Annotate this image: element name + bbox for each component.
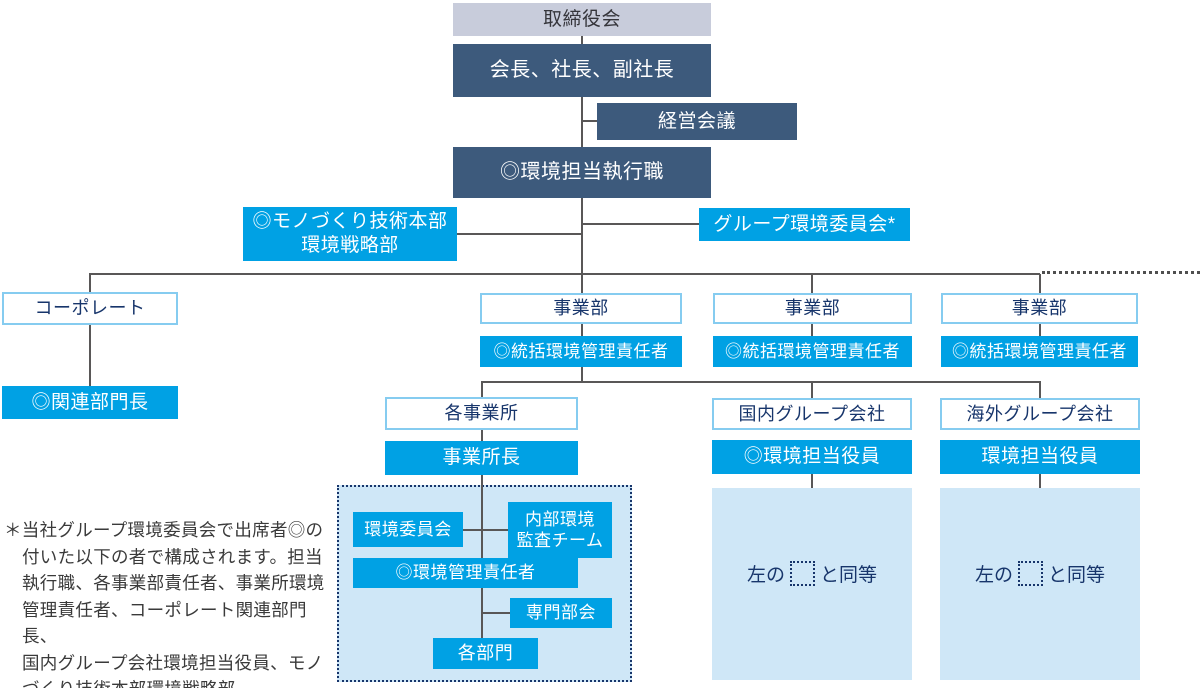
- equivalent-suffix: と同等: [820, 565, 878, 586]
- connector: [811, 474, 813, 488]
- connector: [581, 198, 583, 274]
- connector: [811, 324, 813, 336]
- footnote: ＊当社グループ環境委員会で出席者◎の 付いた以下の者で構成されます。担当 執行職…: [4, 517, 340, 688]
- connector: [583, 223, 699, 225]
- connector: [581, 97, 583, 147]
- equivalent-prefix: 左の: [746, 565, 785, 586]
- overseas-group-company-box: 海外グループ会社: [940, 398, 1140, 430]
- connector: [1039, 382, 1041, 398]
- overseas-equivalent-panel: 左の と同等: [940, 488, 1140, 680]
- supervising-env-manager-box-2: ◎統括環境管理責任者: [713, 336, 912, 367]
- connector: [463, 529, 508, 531]
- monozukuri-env-strategy-box: ◎モノづくり技術本部 環境戦略部: [243, 207, 457, 261]
- audit-team-line2: 監査チーム: [516, 531, 604, 550]
- related-dept-head-box: ◎関連部門長: [2, 386, 178, 419]
- division-box-3: 事業部: [941, 293, 1138, 324]
- equivalent-note: 左の と同等: [712, 560, 912, 587]
- expert-subcommittee-box: 専門部会: [510, 598, 612, 628]
- dotted-continuation-line: [1042, 271, 1200, 274]
- monozukuri-line2: 環境戦略部: [301, 235, 399, 256]
- connector: [481, 382, 483, 397]
- executives-box: 会長、社長、副社長: [453, 44, 711, 97]
- equivalent-note: 左の と同等: [940, 560, 1140, 587]
- env-committee-box: 環境委員会: [353, 512, 463, 547]
- connector: [481, 381, 1041, 383]
- domestic-equivalent-panel: 左の と同等: [712, 488, 912, 680]
- footnote-line: 付いた以下の者で構成されます。担当: [22, 546, 323, 567]
- connector: [581, 274, 583, 293]
- corporate-box: コーポレート: [2, 292, 178, 325]
- connector: [1039, 274, 1041, 293]
- connector: [1039, 324, 1041, 336]
- domestic-env-officer-box: ◎環境担当役員: [712, 440, 912, 474]
- sites-box: 各事業所: [385, 397, 578, 430]
- domestic-group-company-box: 国内グループ会社: [712, 398, 912, 430]
- departments-box: 各部門: [433, 638, 538, 669]
- connector: [581, 36, 583, 44]
- env-manager-box: ◎環境管理責任者: [353, 558, 578, 588]
- connector: [811, 382, 813, 398]
- equivalent-suffix: と同等: [1048, 565, 1106, 586]
- footnote-line: 管理責任者、コーポレート関連部門長、: [22, 599, 307, 647]
- audit-team-line1: 内部環境: [525, 509, 595, 529]
- connector: [481, 475, 483, 638]
- management-meeting-box: 経営会議: [597, 103, 797, 140]
- connector: [89, 325, 91, 386]
- internal-audit-team-box: 内部環境 監査チーム: [508, 502, 612, 558]
- connector: [89, 274, 91, 292]
- connector: [583, 120, 597, 122]
- connector: [481, 430, 483, 441]
- division-box-2: 事業部: [713, 293, 912, 324]
- footnote-line: 国内グループ会社環境担当役員、モノ: [22, 652, 324, 673]
- footnote-line: 執行職、各事業部責任者、事業所環境: [22, 573, 325, 593]
- connector: [89, 273, 1040, 275]
- connector: [457, 233, 582, 235]
- connector: [811, 274, 813, 293]
- supervising-env-manager-box-3: ◎統括環境管理責任者: [941, 336, 1138, 367]
- overseas-env-officer-box: 環境担当役員: [940, 440, 1140, 474]
- group-env-committee-box: グループ環境委員会*: [699, 208, 910, 241]
- env-executive-box: ◎環境担当執行職: [453, 147, 711, 198]
- dotted-placeholder-box: [790, 561, 815, 586]
- connector: [581, 324, 583, 336]
- equivalent-prefix: 左の: [974, 565, 1013, 586]
- supervising-env-manager-box-1: ◎統括環境管理責任者: [480, 336, 682, 367]
- site-head-box: 事業所長: [385, 441, 578, 475]
- connector: [1039, 474, 1041, 488]
- board-of-directors-box: 取締役会: [453, 3, 711, 36]
- connector: [581, 367, 583, 382]
- footnote-line: ＊当社グループ環境委員会で出席者◎の: [4, 520, 324, 540]
- dotted-placeholder-box: [1018, 561, 1043, 586]
- division-box-1: 事業部: [480, 293, 682, 324]
- connector: [481, 612, 510, 614]
- monozukuri-line1: ◎モノづくり技術本部: [252, 211, 448, 233]
